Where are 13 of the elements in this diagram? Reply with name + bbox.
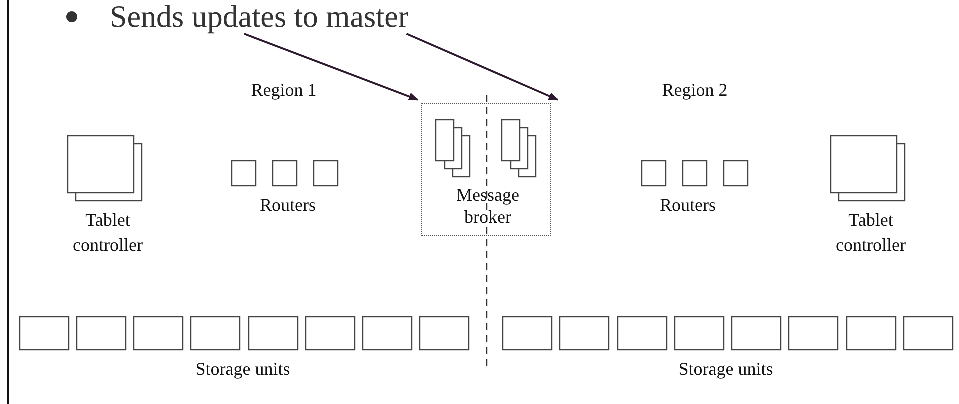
- arrow: [406, 33, 559, 101]
- component-label: Storage units: [678, 358, 774, 381]
- component-label: Routers: [259, 194, 317, 217]
- region-label: Region 2: [661, 79, 729, 102]
- box-label: Message broker: [456, 184, 520, 228]
- message-broker-box: [421, 103, 551, 236]
- component-label: Tablet controller: [835, 209, 907, 257]
- region-label: Region 1: [250, 79, 318, 102]
- arrow: [244, 33, 419, 101]
- component-label: Tablet controller: [72, 209, 144, 257]
- component-label: Storage units: [194, 358, 292, 381]
- component-label: Routers: [659, 194, 717, 217]
- bullet-text: Sends updates to master: [110, 0, 409, 34]
